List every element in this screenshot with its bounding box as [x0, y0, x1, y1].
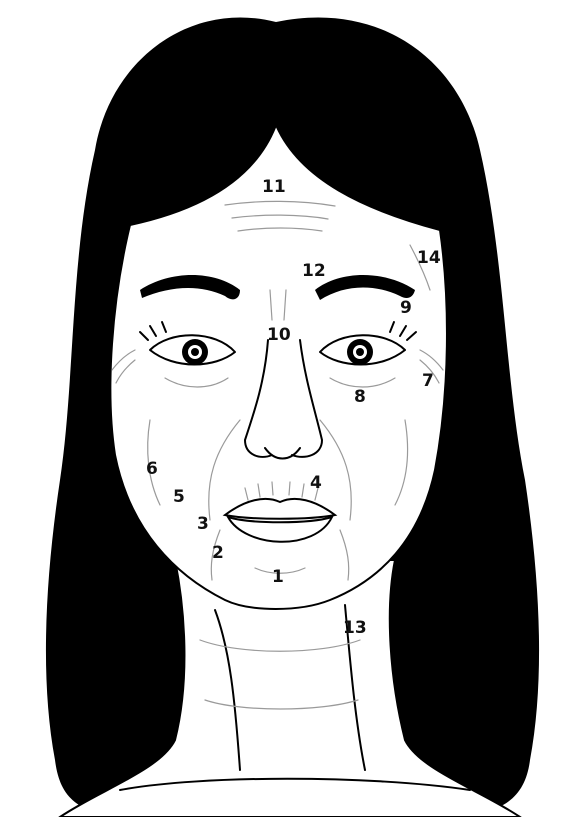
zone-label-perioral-lines: 4: [310, 473, 322, 493]
zone-label-lip-corners: 3: [197, 514, 209, 534]
zone-label-marionette-lines: 2: [212, 543, 224, 563]
zone-label-under-eye: 8: [354, 387, 366, 407]
zone-label-chin: 1: [272, 567, 284, 587]
zone-label-upper-eyelid: 9: [400, 298, 412, 318]
zone-label-neck: 13: [343, 618, 367, 638]
zone-label-nasolabial-folds: 5: [173, 487, 185, 507]
zone-label-cheek: 6: [146, 459, 158, 479]
zone-label-forehead: 11: [262, 177, 286, 197]
zone-label-crows-feet: 7: [422, 371, 434, 391]
zone-label-glabella: 12: [302, 261, 326, 281]
zone-label-nose-bridge: 10: [267, 325, 291, 345]
zone-label-temple: 14: [417, 248, 441, 268]
